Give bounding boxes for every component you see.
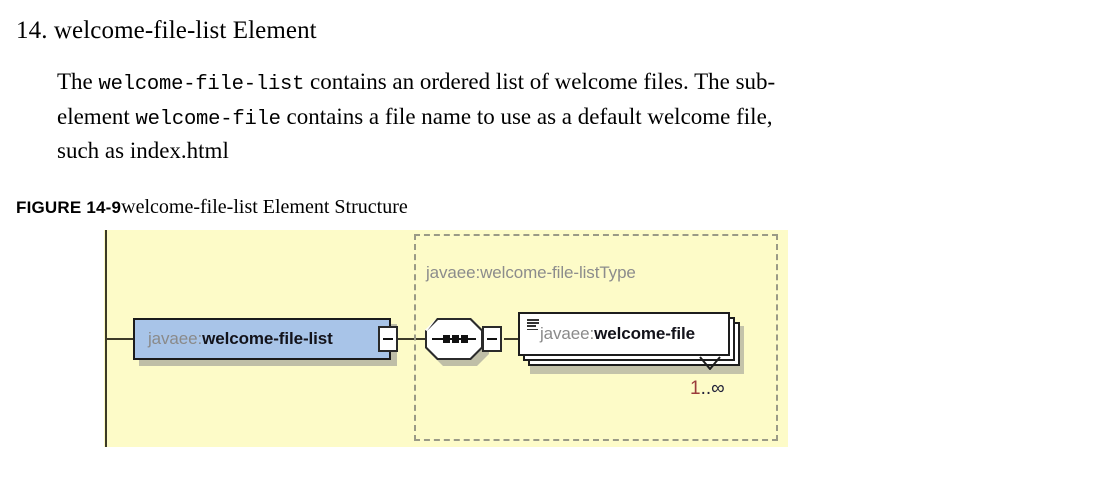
element-node-welcome-file[interactable]: javaee:welcome-file — [518, 312, 744, 374]
body-line-2: element welcome-file contains a file nam… — [57, 101, 1089, 136]
sequence-compositor-node[interactable] — [425, 318, 489, 366]
connector-line — [106, 338, 136, 340]
multiplicity-separator: .. — [700, 378, 712, 399]
figure-caption: FIGURE 14-9welcome-file-list Element Str… — [16, 196, 408, 219]
child-name: welcome-file — [594, 324, 695, 343]
body-text-segment: The — [57, 69, 99, 94]
body-line-1: The welcome-file-list contains an ordere… — [57, 66, 1089, 101]
code-span: welcome-file — [135, 107, 281, 131]
type-container-label: javaee:welcome-file-listType — [426, 263, 636, 282]
element-node-welcome-file-list[interactable]: javaee:welcome-file-list — [133, 318, 391, 360]
element-node-label: javaee:welcome-file-list — [135, 329, 333, 349]
child-element-label: javaee:welcome-file — [520, 324, 695, 344]
minus-expander-icon-root[interactable] — [378, 326, 398, 352]
body-text-segment: element — [57, 103, 136, 129]
xsd-structure-diagram: javaee:welcome-file-listType javaee:welc… — [104, 230, 788, 447]
element-name: welcome-file-list — [202, 329, 333, 348]
connector-line — [394, 338, 426, 340]
body-line-3: such as index.html — [57, 138, 229, 163]
figure-label: FIGURE 14-9 — [16, 198, 122, 217]
child-element-box: javaee:welcome-file — [518, 312, 730, 356]
body-text-segment: contains a file name to use as a default… — [280, 103, 773, 129]
element-namespace: javaee: — [148, 329, 203, 348]
type-container-box — [414, 234, 778, 441]
child-namespace: javaee: — [540, 324, 595, 343]
content-lines-icon — [527, 319, 539, 331]
figure-title: welcome-file-list Element Structure — [121, 196, 408, 218]
minus-expander-icon-sequence[interactable] — [482, 326, 502, 352]
body-text-segment: contains an ordered list of welcome file… — [304, 69, 776, 94]
sequence-dot — [452, 335, 459, 343]
sequence-dot — [461, 335, 468, 343]
multiplicity-min: 1 — [690, 378, 701, 399]
code-span: welcome-file-list — [98, 73, 305, 96]
multiplicity-max: ∞ — [711, 378, 725, 399]
multiplicity-label: 1..∞ — [690, 378, 725, 400]
page-title: 14. welcome-file-list Element — [16, 17, 317, 44]
multiplicity-arrow-icon — [699, 356, 721, 370]
body-paragraph: The welcome-file-list contains an ordere… — [57, 66, 1089, 167]
sequence-dot — [443, 335, 450, 343]
